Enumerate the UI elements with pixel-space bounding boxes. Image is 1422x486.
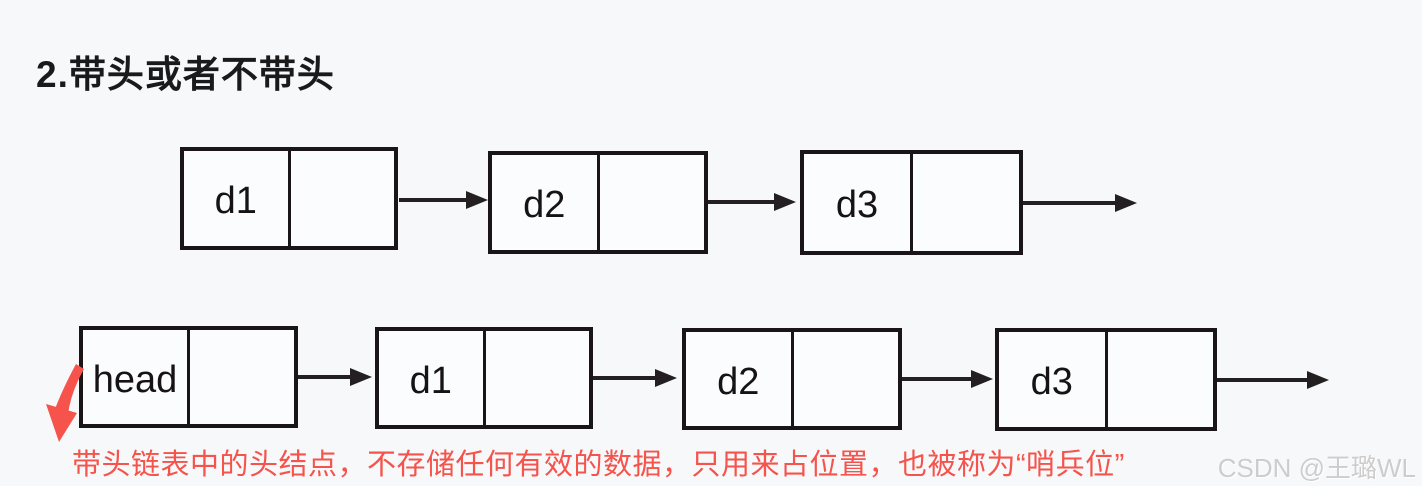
tail-pointer-arrow-icon [1217,371,1329,389]
next-pointer-arrow-icon [399,191,488,209]
node-label: head [92,358,178,401]
list1-node-d3: d3 [800,150,1023,255]
page-title: 2.带头或者不带头 [36,54,335,95]
node-next-cell [794,332,899,426]
node-data-cell: d3 [804,154,913,251]
node-next-cell [600,155,705,250]
next-pointer-arrow-icon [593,369,677,387]
node-next-cell [1108,332,1214,427]
node-next-cell [190,330,294,424]
node-data-cell: d1 [184,151,291,246]
node-next-cell [291,151,395,246]
watermark: CSDN @王璐WL [1217,453,1416,483]
node-data-cell: d2 [686,332,794,426]
node-next-cell [913,154,1019,251]
node-label: d3 [835,184,879,226]
node-label: d2 [717,360,760,403]
node-label: d1 [409,359,452,402]
list2-node-d1: d1 [375,327,593,429]
node-data-cell: head [83,330,190,424]
node-label: d1 [214,180,257,222]
list1-node-d2: d2 [488,151,708,254]
next-pointer-arrow-icon [298,368,372,386]
list2-node-d2: d2 [682,328,902,430]
next-pointer-arrow-icon [708,193,796,211]
annotation-text: 带头链表中的头结点，不存储任何有效的数据，只用来占位置，也被称为“哨兵位” [72,449,1125,481]
list2-node-head: head [79,326,298,428]
next-pointer-arrow-icon [902,370,993,388]
list2-node-d3: d3 [995,328,1217,431]
list1-node-d1: d1 [180,147,398,250]
tail-pointer-arrow-icon [1023,194,1137,212]
node-data-cell: d3 [999,332,1108,427]
node-label: d3 [1030,361,1073,403]
node-data-cell: d1 [379,331,486,425]
node-data-cell: d2 [492,155,600,250]
node-label: d2 [523,184,566,226]
node-next-cell [486,331,590,425]
